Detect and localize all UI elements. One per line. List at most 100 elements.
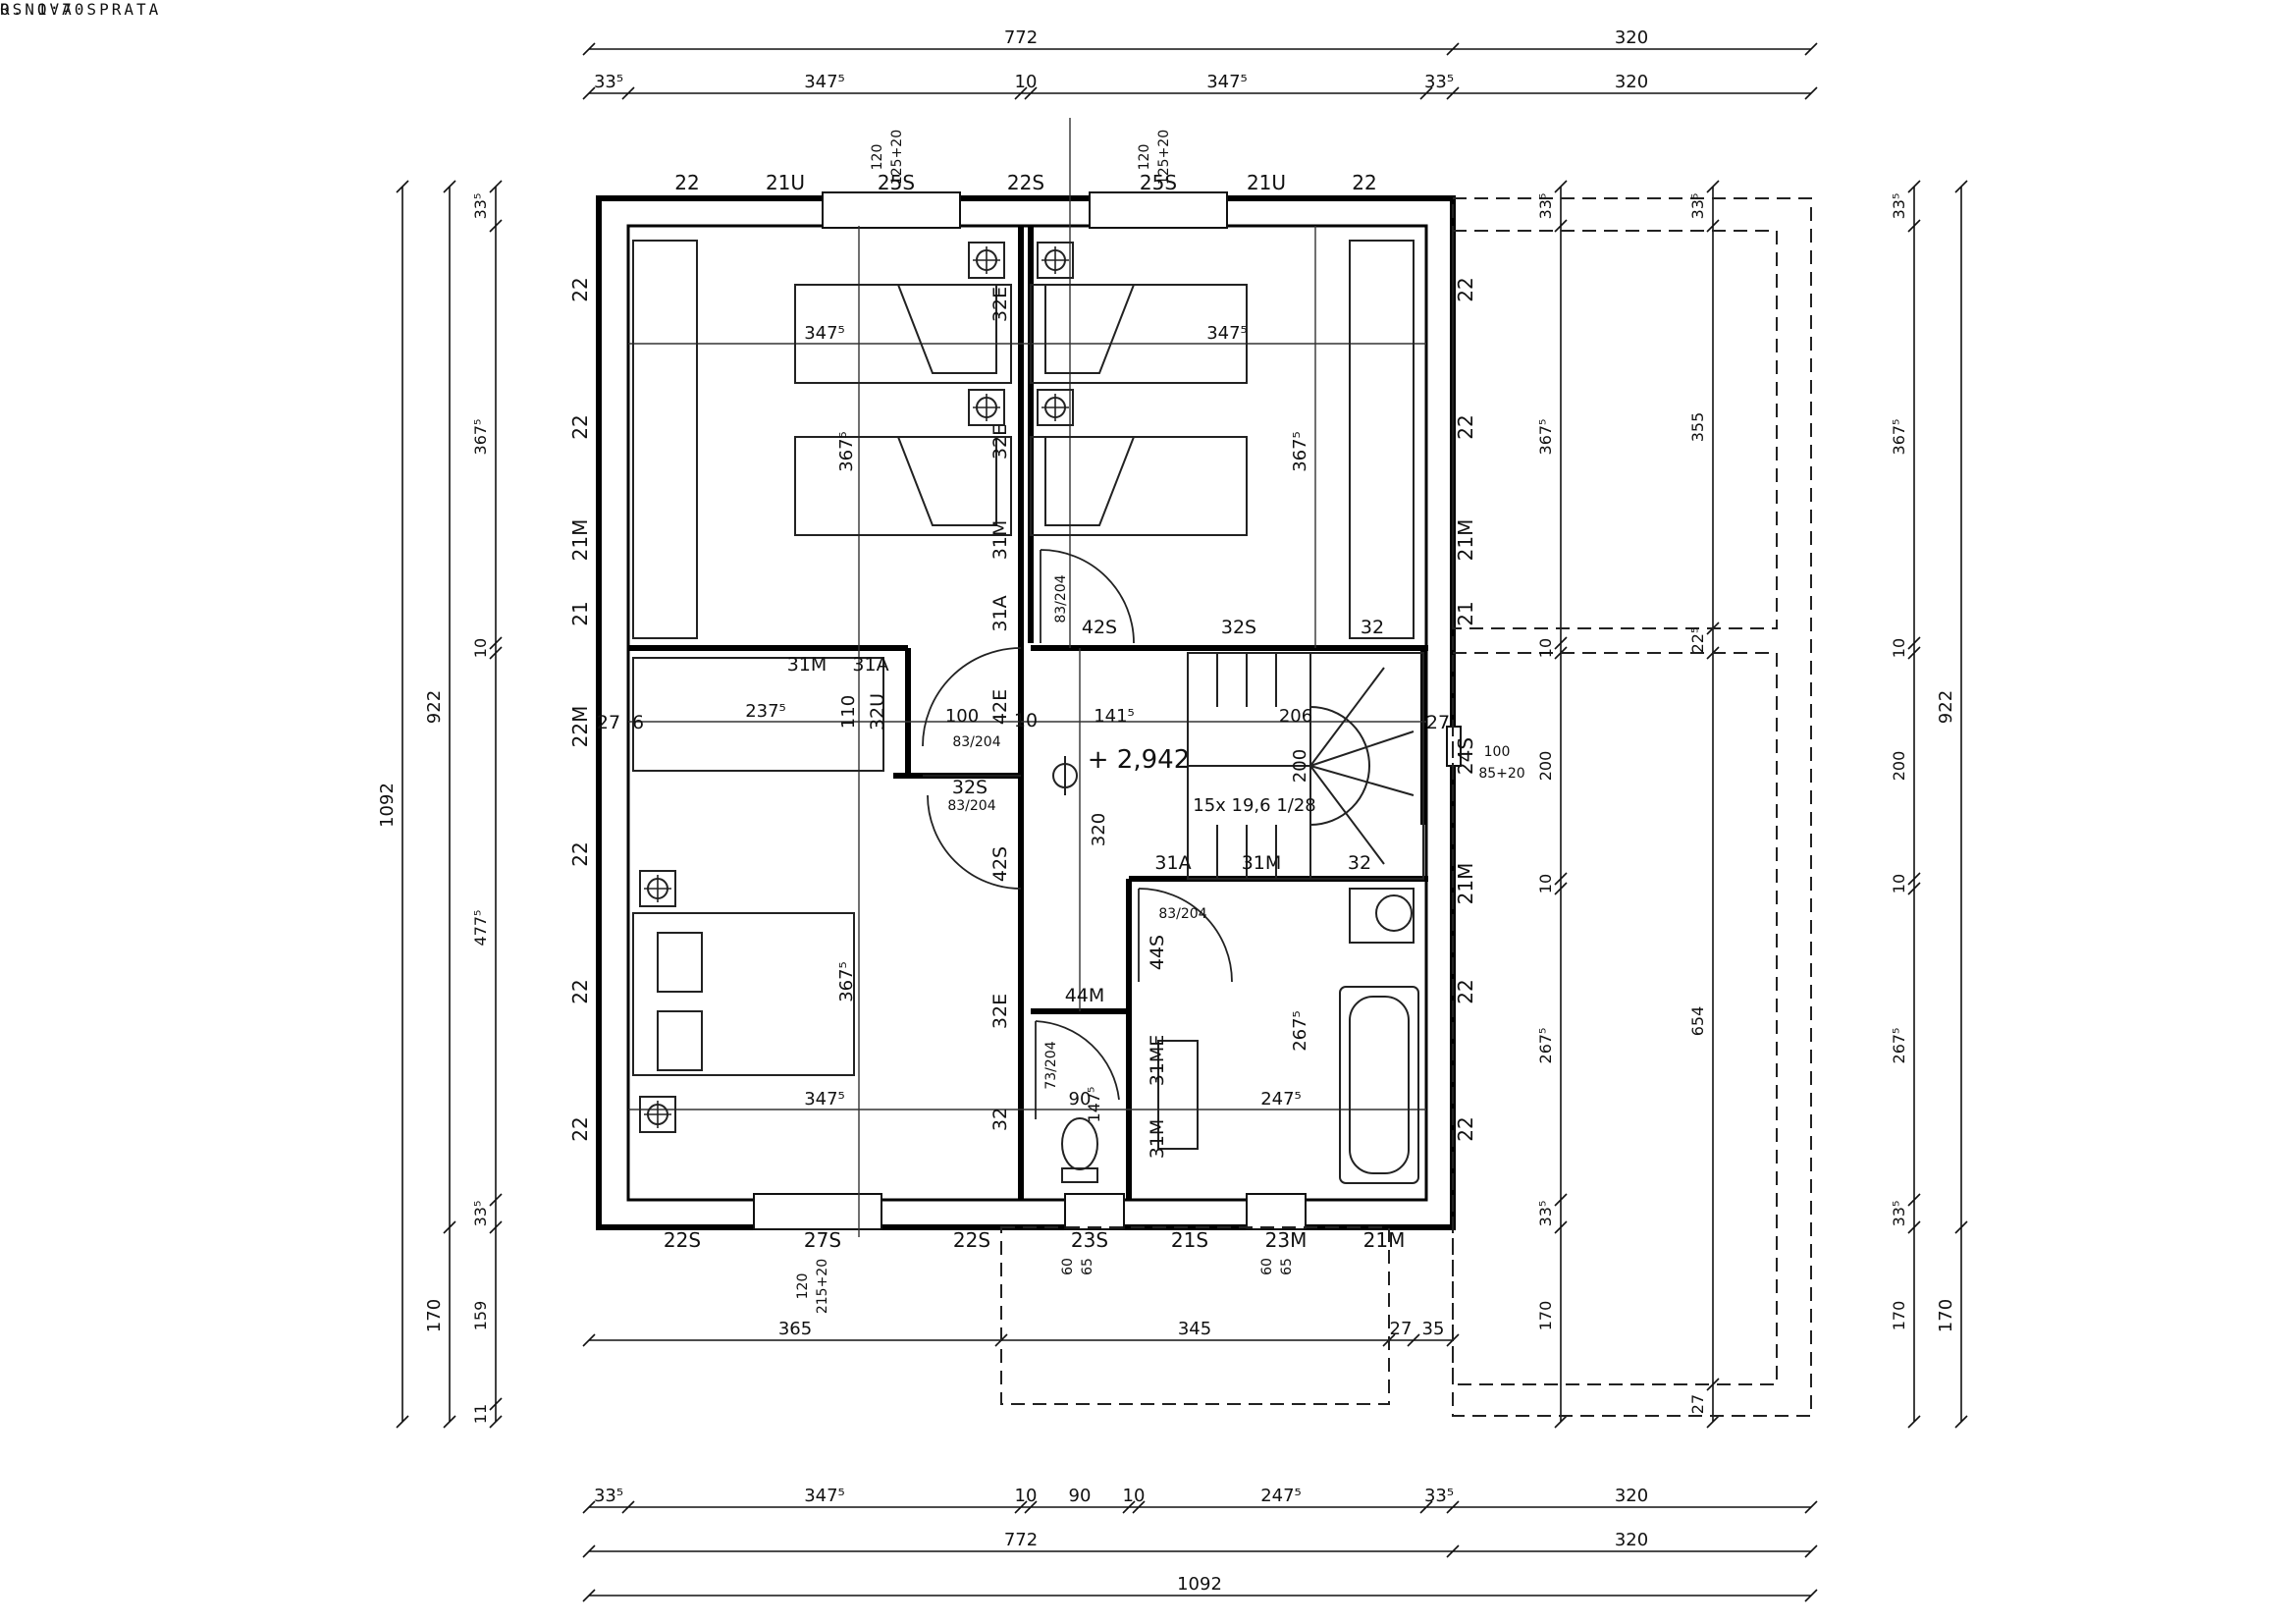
dim-label: 21U <box>1247 171 1286 194</box>
dim-label: 347⁵ <box>804 323 845 344</box>
dim-label: 21S <box>1171 1228 1208 1252</box>
dim-tick <box>489 1220 503 1234</box>
dim-label: 31M <box>787 654 828 676</box>
dim-label: 31A <box>852 654 888 676</box>
dim-label: 170 <box>1890 1301 1908 1331</box>
dim-tick <box>489 636 503 650</box>
dim-label: 83/204 <box>1158 906 1206 922</box>
dim-label: 42S <box>1082 617 1117 638</box>
dim-label: 60 <box>1060 1258 1076 1275</box>
dim-label: 32E <box>989 287 1011 322</box>
dim-label: 65 <box>1279 1258 1295 1275</box>
dim-tick <box>1907 1415 1921 1429</box>
dim-label: 159 <box>471 1301 490 1331</box>
dim-label: 27 <box>1688 1394 1707 1414</box>
dim-label: 33⁵ <box>594 72 623 92</box>
dim-label: 31ME <box>1147 1035 1168 1087</box>
level-label: + 2,942 <box>1088 745 1190 775</box>
dim-label: 10 <box>1536 638 1555 658</box>
dim-tick <box>1706 1378 1720 1391</box>
dim-label: 367⁵ <box>471 419 490 456</box>
dim-tick <box>1554 1415 1568 1429</box>
dim-label: 27 <box>597 712 620 733</box>
dim-tick <box>1024 86 1038 100</box>
dim-tick <box>1407 1333 1420 1347</box>
dim-label: 347⁵ <box>804 72 845 92</box>
dim-label: 32S <box>1221 617 1256 638</box>
dim-label: 33⁵ <box>1424 72 1454 92</box>
dim-label: 31M <box>1147 1119 1168 1160</box>
dim-label: 21M <box>568 519 592 562</box>
dim-label: 22S <box>953 1228 990 1252</box>
dim-label: 10 <box>1015 72 1038 92</box>
dim-tick <box>621 86 635 100</box>
dim-label: 11 <box>471 1404 490 1424</box>
dim-label: 22 <box>568 277 592 301</box>
dim-label: 367⁵ <box>1536 419 1555 456</box>
dim-tick <box>582 1589 596 1602</box>
dim-label: 83/204 <box>1053 574 1069 623</box>
dim-tick <box>582 1500 596 1514</box>
dim-label: 22M <box>568 706 592 748</box>
dim-label: 22S <box>664 1228 701 1252</box>
dim-label: 22 <box>568 979 592 1003</box>
bathroom-fixtures <box>1061 888 1419 1184</box>
dim-label: 32 <box>1348 852 1371 874</box>
dim-label: 267⁵ <box>1536 1028 1555 1064</box>
dim-label: 33⁵ <box>1536 1201 1555 1227</box>
dim-label: 21M <box>1454 863 1477 905</box>
dim-tick <box>443 1415 456 1429</box>
dim-label: 21M <box>1454 519 1477 562</box>
dim-label: 21 <box>1454 601 1477 625</box>
dim-label: 22 <box>1454 979 1477 1003</box>
dim-label: 21 <box>568 601 592 625</box>
dim-label: 33⁵ <box>471 193 490 220</box>
dim-tick <box>489 646 503 660</box>
dim-tick <box>489 219 503 233</box>
lamp-icon <box>968 242 1005 279</box>
dim-tick <box>1554 1193 1568 1207</box>
dim-label: 654 <box>1688 1006 1707 1037</box>
lamp-icon <box>1037 242 1074 279</box>
dim-label: 33⁵ <box>1536 193 1555 220</box>
dim-label: 1092 <box>377 783 398 828</box>
terrace-outline <box>1000 197 1812 1417</box>
dim-tick <box>489 180 503 193</box>
dim-label: 10 <box>1014 710 1038 731</box>
dim-label: 110 <box>838 695 859 729</box>
dim-label: 42S <box>989 846 1011 882</box>
dim-tick <box>582 86 596 100</box>
dim-label: 23M <box>1265 1228 1308 1252</box>
dim-label: 320 <box>1615 72 1648 92</box>
dim-tick <box>1554 1220 1568 1234</box>
dim-label: 32E <box>989 424 1011 460</box>
dim-label: 267⁵ <box>1290 1010 1310 1052</box>
dim-label: 367⁵ <box>836 431 857 472</box>
dim-tick <box>1554 180 1568 193</box>
dim-tick <box>489 1415 503 1429</box>
dim-tick <box>1804 1544 1818 1558</box>
dim-label: 83/204 <box>947 798 995 814</box>
dim-label: 33⁵ <box>1424 1486 1454 1506</box>
dim-label: 922 <box>424 690 445 724</box>
dim-label: 367⁵ <box>1290 431 1310 472</box>
dim-label: 215+20 <box>815 1259 830 1314</box>
dim-tick <box>1554 872 1568 886</box>
dim-tick <box>1554 636 1568 650</box>
dim-label: 32U <box>867 693 888 731</box>
dim-tick <box>1907 636 1921 650</box>
dim-label: 32 <box>1361 617 1384 638</box>
dim-tick <box>1907 219 1921 233</box>
dim-label: 477⁵ <box>471 910 490 947</box>
dim-tick <box>1954 1220 1968 1234</box>
level-marker <box>1052 756 1078 795</box>
dim-tick <box>1907 180 1921 193</box>
staircase <box>1187 652 1424 880</box>
dim-label: 100 <box>1484 744 1511 760</box>
dim-tick <box>621 1500 635 1514</box>
dim-label: 33⁵ <box>1890 193 1908 220</box>
dim-label: 27S <box>804 1228 841 1252</box>
beds <box>632 240 1415 1076</box>
dim-label: 22 <box>568 841 592 866</box>
